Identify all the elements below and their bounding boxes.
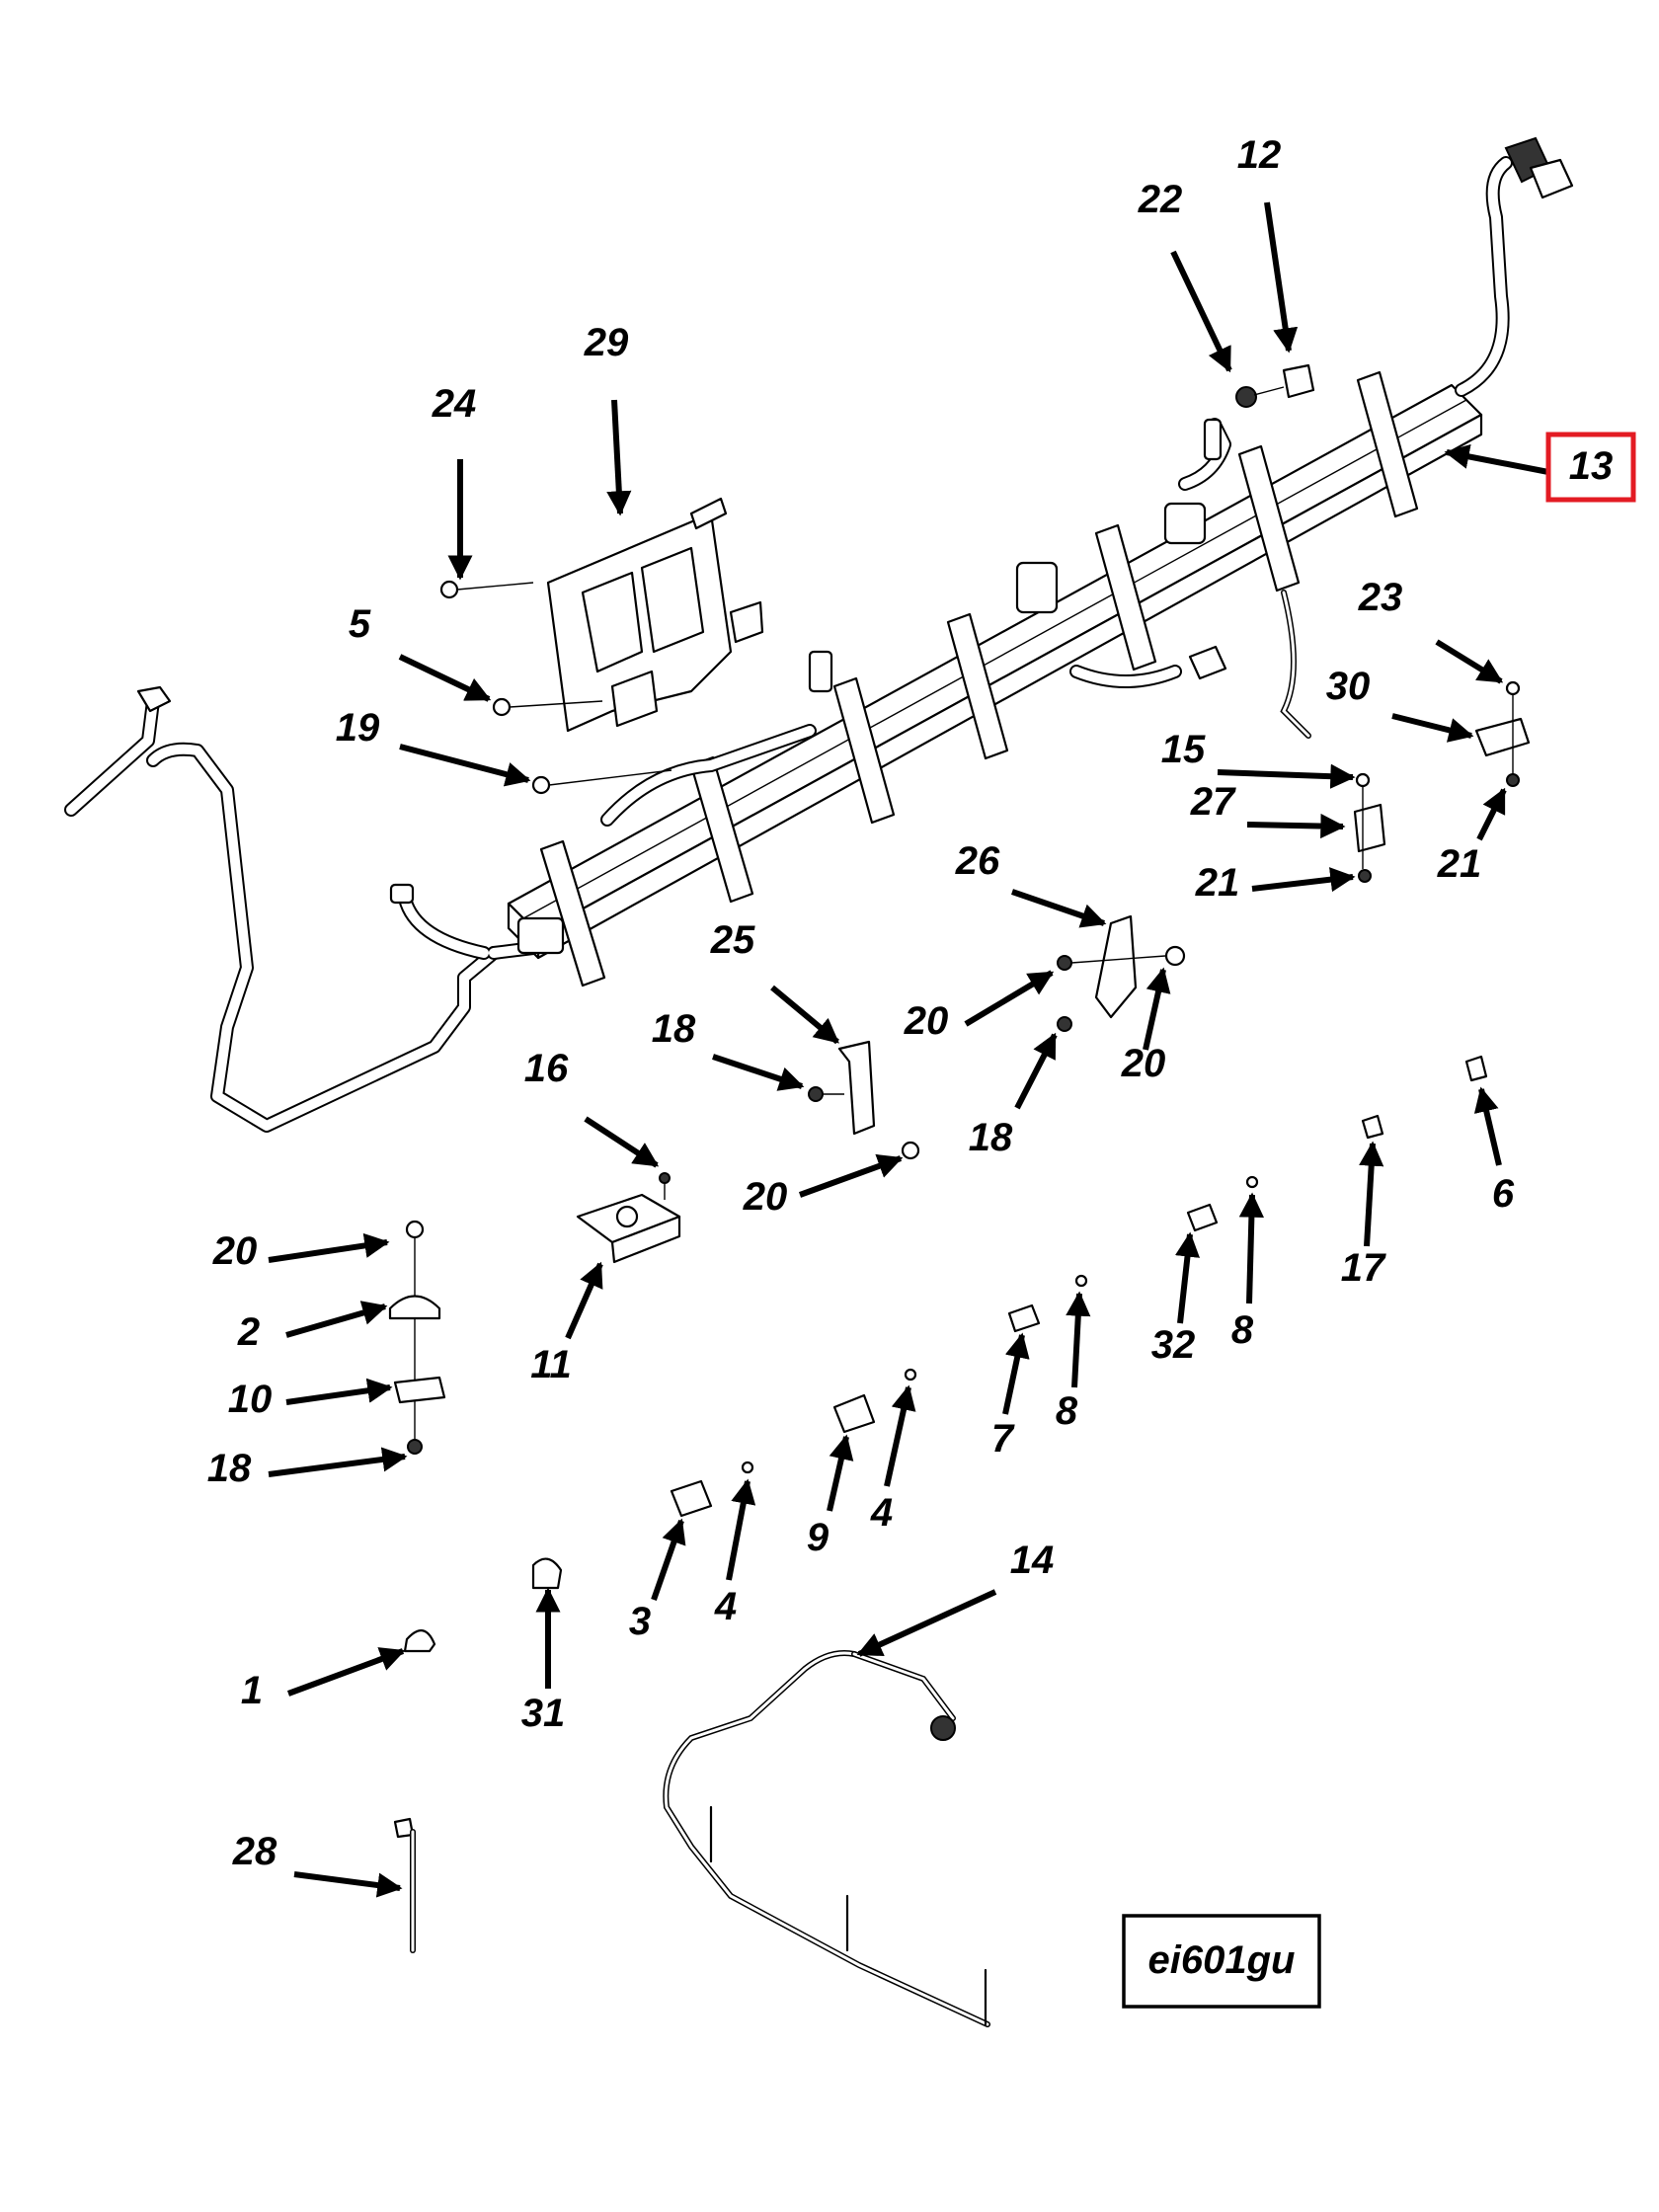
callout-arrows [268,201,1549,1898]
callout-arrow-20d [1143,967,1171,1051]
callout-label-22: 22 [1138,178,1183,221]
sensors [670,1055,1488,1518]
bolt-28 [393,1817,416,1953]
callout-label-1: 1 [241,1669,263,1712]
callout-label-10: 10 [228,1378,273,1421]
callout-label-18b: 18 [652,1007,696,1051]
callout-arrow-2 [285,1301,388,1338]
callout-label-17: 17 [1341,1246,1386,1290]
right-hardware [1353,680,1531,883]
callout-arrow-10 [285,1378,393,1405]
clamp-stack [388,1220,446,1455]
callout-label-27: 27 [1190,780,1236,824]
callout-arrow-18b [712,1054,805,1091]
callout-arrow-9 [827,1434,854,1512]
callout-label-19: 19 [336,706,380,750]
callout-label-20a: 20 [212,1229,258,1273]
rail-brackets [539,370,1419,988]
callout-label-7: 7 [991,1417,1015,1461]
callout-arrow-17 [1359,1141,1384,1247]
callout-label-13: 13 [1569,444,1614,488]
callout-label-8b: 8 [1231,1308,1254,1352]
wire-harness [663,1650,990,2027]
callout-arrow-25 [770,985,839,1045]
callout-label-28: 28 [232,1830,277,1873]
callout-arrow-20a [268,1232,390,1263]
callout-label-6: 6 [1492,1172,1515,1216]
bracket-26-group [1057,914,1186,1032]
callout-label-4b: 4 [870,1491,893,1535]
callout-arrow-22 [1170,250,1232,373]
callout-arrow-11 [565,1261,603,1340]
callout-arrow-1 [286,1647,406,1697]
callout-label-18a: 18 [207,1447,252,1490]
highlight-box [1545,432,1636,503]
callout-arrow-19 [399,744,531,787]
callout-label-9: 9 [807,1516,830,1559]
mounting-plate [546,497,764,733]
callout-arrow-4b [884,1384,916,1487]
callout-arrow-21a [1251,867,1356,893]
callout-arrow-21b [1476,787,1507,841]
clamps [403,1557,563,1653]
callout-arrow-8a [1066,1291,1091,1388]
callout-label-20b: 20 [743,1175,788,1219]
callout-arrow-8b [1238,1192,1264,1304]
figure-id: ei601gu [1148,1938,1296,1982]
callout-label-15: 15 [1161,728,1206,771]
left-hose-assembly [64,685,540,1133]
callout-arrow-15 [1217,763,1356,789]
callout-label-29: 29 [584,321,629,364]
rail-fittings [516,418,1311,955]
callout-label-4a: 4 [714,1585,737,1628]
callout-label-21b: 21 [1437,842,1482,886]
callout-arrow-30 [1391,713,1474,743]
callout-label-14: 14 [1010,1539,1055,1582]
callout-label-5: 5 [349,602,371,646]
callout-arrow-28 [293,1871,403,1898]
mount-11-group [576,1172,681,1264]
callout-label-11: 11 [530,1343,572,1386]
callout-label-23: 23 [1358,576,1403,619]
callout-arrow-13 [1444,443,1549,475]
callout-arrow-18c [1014,1032,1058,1110]
callout-label-3: 3 [629,1600,651,1643]
callout-arrow-12 [1264,201,1299,354]
callout-label-18c: 18 [969,1116,1013,1159]
callout-arrow-20b [798,1153,904,1198]
callout-label-26: 26 [955,839,1000,883]
callout-label-32: 32 [1151,1323,1196,1367]
callout-arrow-26 [1011,889,1107,928]
callout-arrow-4a [726,1478,756,1581]
callout-label-12: 12 [1237,133,1282,177]
upper-hose [1455,136,1574,397]
callout-label-30: 30 [1326,665,1371,708]
callout-arrow-7 [1002,1332,1030,1415]
rail-hardware [439,363,1315,795]
bracket-25-group [808,1040,920,1160]
callout-arrow-16 [584,1116,660,1168]
callout-arrow-3 [651,1518,686,1601]
callout-label-24: 24 [432,382,477,426]
callout-label-8a: 8 [1056,1389,1078,1433]
callout-arrow-27 [1246,813,1346,839]
callout-label-21a: 21 [1195,861,1240,905]
figure-id-box: ei601gu [1122,1914,1321,2009]
callout-arrow-20c [964,970,1055,1027]
callout-arrow-14 [856,1589,997,1657]
callout-label-31: 31 [521,1692,566,1735]
callout-label-16: 16 [524,1047,569,1090]
callout-arrow-23 [1435,639,1504,684]
callout-label-25: 25 [710,918,755,962]
callout-label-20c: 20 [904,999,949,1043]
callout-arrow-29 [606,399,632,516]
callout-arrow-32 [1174,1231,1201,1324]
callout-label-20d: 20 [1121,1042,1166,1085]
callout-arrow-6 [1473,1086,1502,1166]
callout-arrow-5 [398,654,492,702]
callout-arrow-18a [268,1447,408,1477]
callout-label-2: 2 [237,1310,260,1354]
